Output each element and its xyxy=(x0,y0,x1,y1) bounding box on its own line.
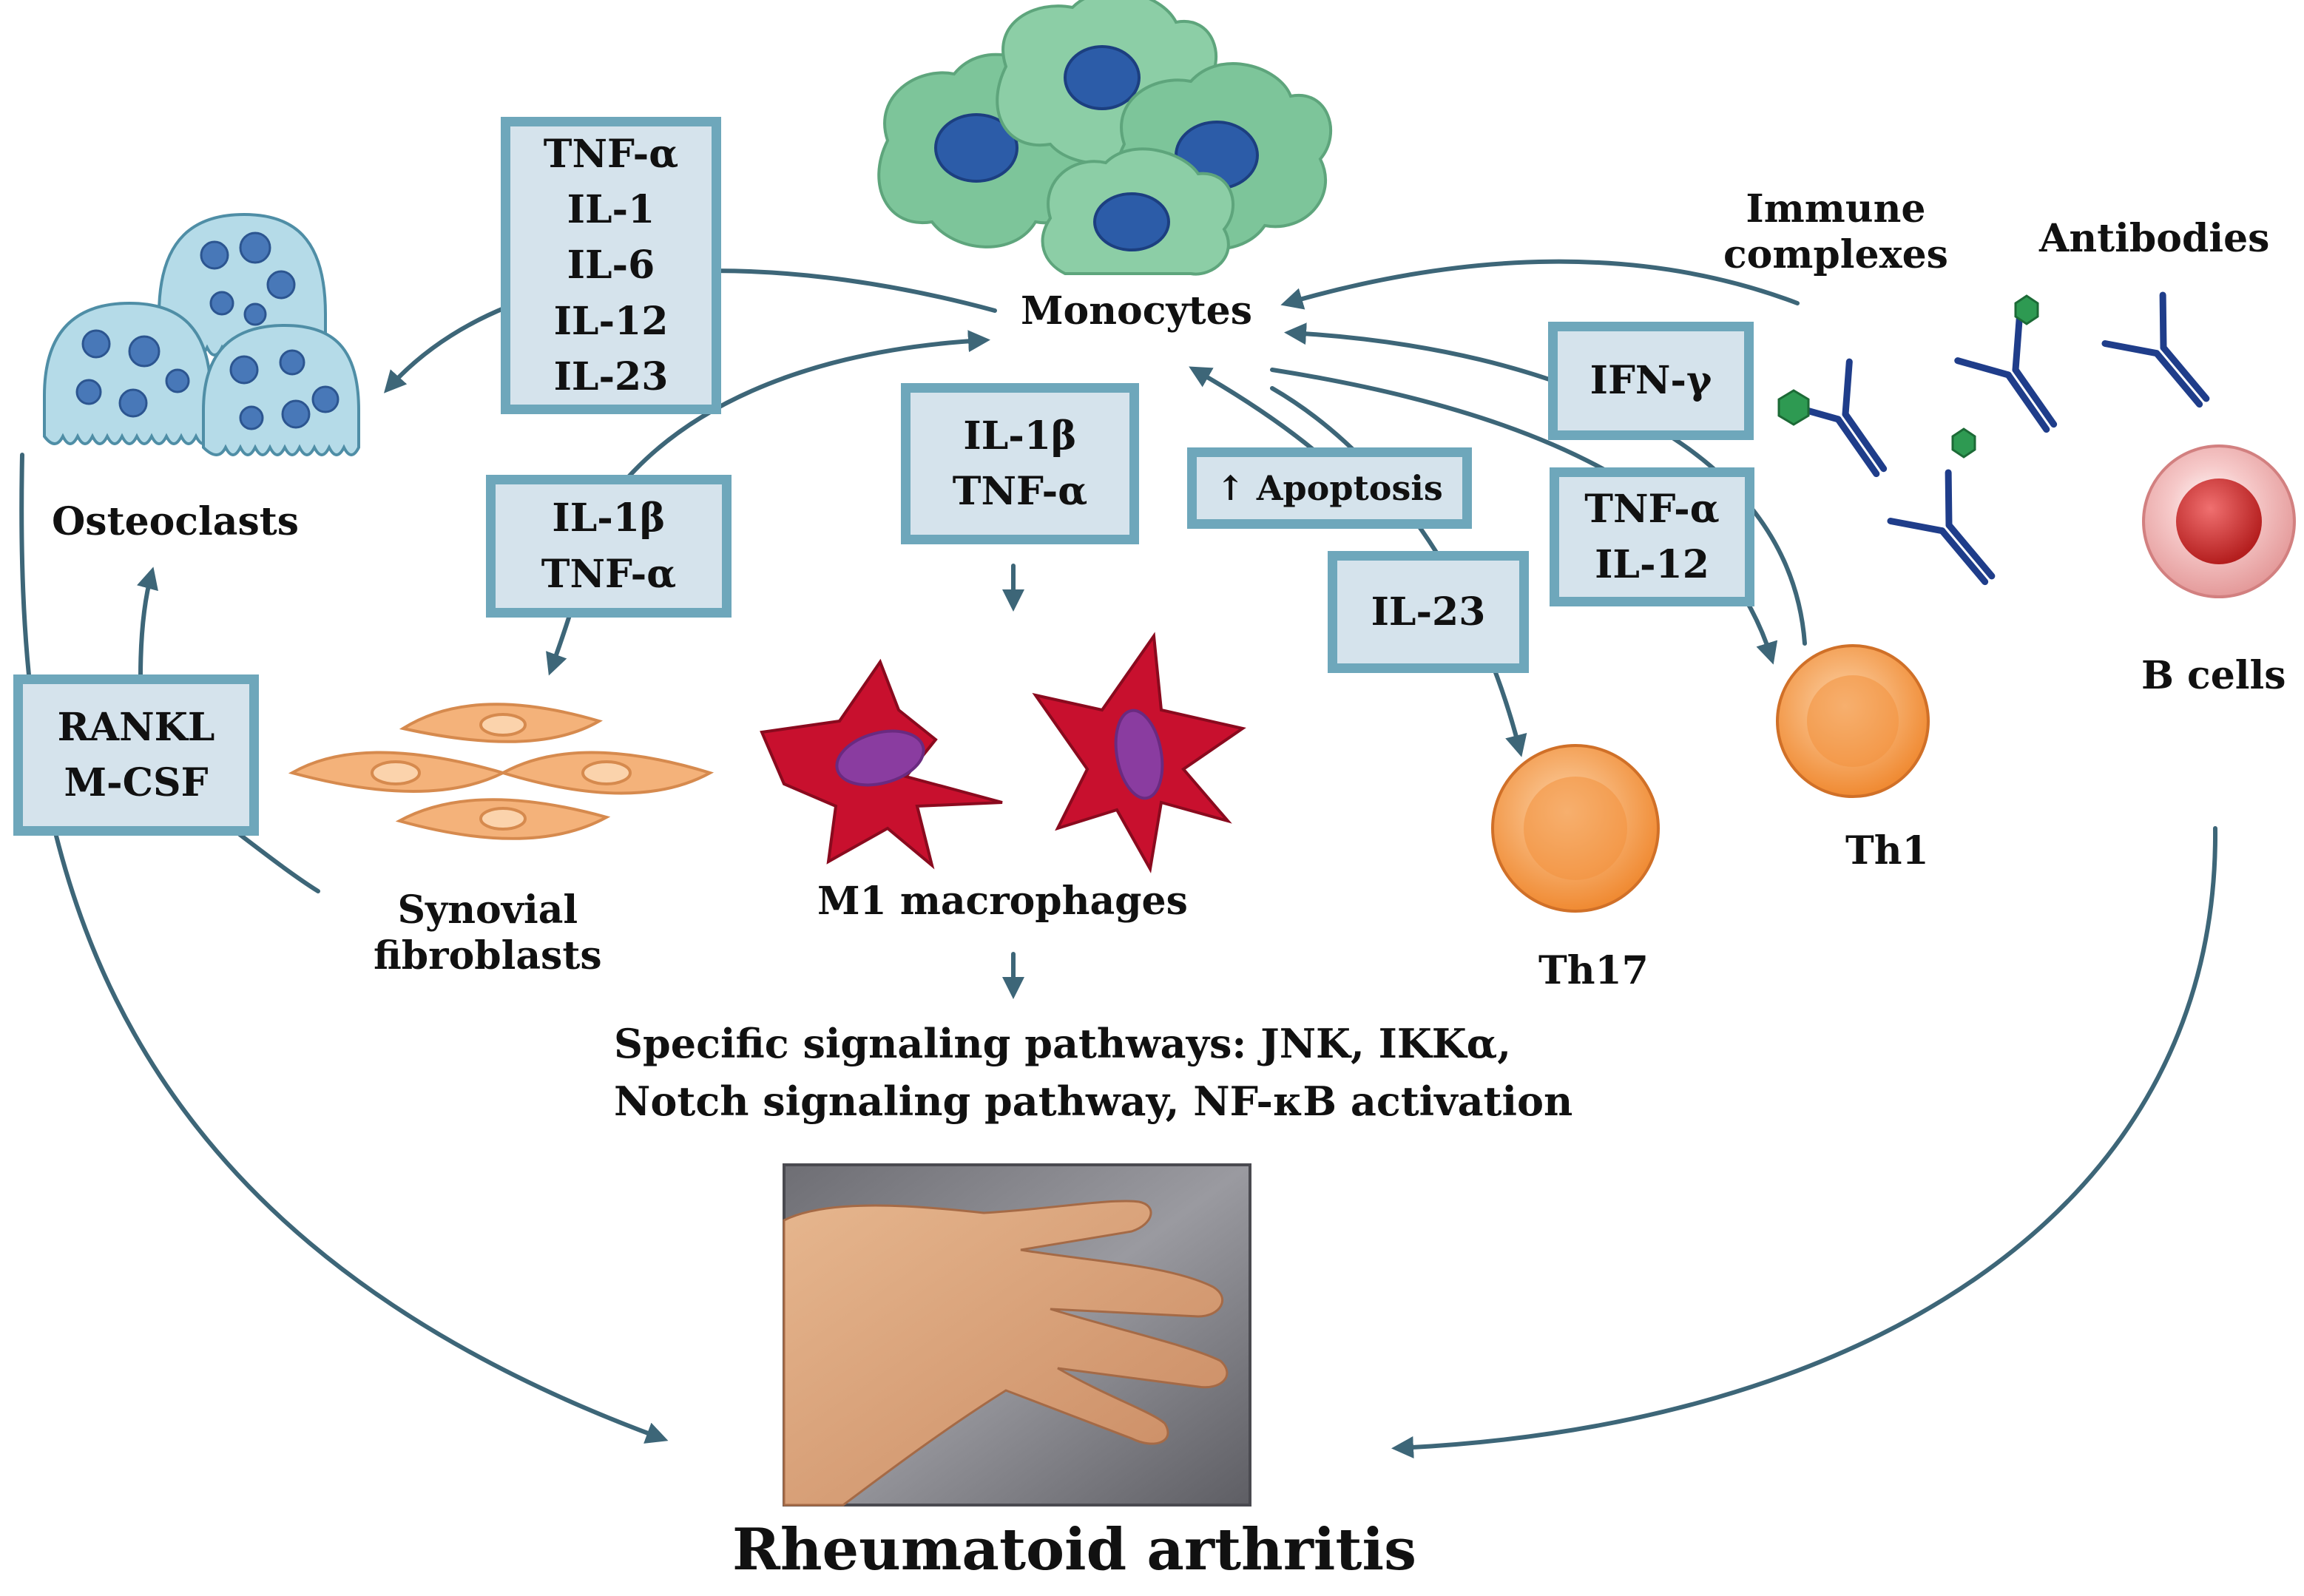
synovial-fibroblasts-icon xyxy=(288,703,714,840)
immune-label-line1: Immune xyxy=(1746,186,1926,231)
cytokine-box-fibroblast: IL-1β TNF-α xyxy=(486,475,732,618)
cytokine-tnf-alpha: TNF-α xyxy=(541,551,677,597)
th1-label: Th1 xyxy=(1845,828,1929,873)
cytokine-il-12: IL-12 xyxy=(1595,542,1709,587)
arrow-bcells-to-ra xyxy=(1391,826,2218,1459)
th1-cytokine-box: TNF-α IL-12 xyxy=(1550,467,1754,606)
cytokine-il-1b: IL-1β xyxy=(552,496,666,541)
pathways-line2: Notch signaling pathway, NF-κB activatio… xyxy=(614,1078,1573,1126)
il23-box: IL-23 xyxy=(1328,551,1529,673)
cytokine-box-macrophage: IL-1β TNF-α xyxy=(901,383,1139,544)
osteoclasts-icon xyxy=(43,212,360,456)
monocytes-icon xyxy=(877,0,1333,276)
cytokine-il-1b: IL-1β xyxy=(963,413,1077,459)
hand-photo-icon xyxy=(783,1163,1251,1507)
th17-cell-icon xyxy=(1491,744,1660,913)
monocytes-label: Monocytes xyxy=(1021,288,1252,334)
arrow-osteoclasts-to-ra xyxy=(19,453,669,1444)
cytokine-il-23: IL-23 xyxy=(553,354,669,400)
cytokine-il-1: IL-1 xyxy=(567,186,655,232)
pathways-line1: Specific signaling pathways: JNK, IKKα, xyxy=(614,1020,1512,1067)
rankl-box: RANKL M-CSF xyxy=(13,674,259,836)
arrow-rankl-to-osteoclasts xyxy=(137,567,158,679)
antibodies-icon xyxy=(1784,291,2210,586)
arrow-immune-complexes-to-monocytes xyxy=(1280,259,1800,310)
immune-label-line2: complexes xyxy=(1723,232,1948,278)
cytokine-tnf-alpha: TNF-α xyxy=(543,131,679,177)
th17-label: Th17 xyxy=(1538,948,1649,993)
cytokine-box-osteoclast: TNF-α IL-1 IL-6 IL-12 IL-23 xyxy=(501,117,721,414)
apoptosis-label: ↑ Apoptosis xyxy=(1216,467,1443,508)
synovial-label-line2: fibroblasts xyxy=(374,933,602,979)
antigen-icon xyxy=(1777,294,2039,459)
cytokine-il-6: IL-6 xyxy=(567,243,655,288)
cytokine-il-12: IL-12 xyxy=(553,298,669,344)
synovial-fibroblasts-label: Synovial fibroblasts xyxy=(374,887,602,980)
m1-macrophages-icon xyxy=(760,632,1246,873)
ifn-gamma-box: IFN-γ xyxy=(1548,322,1754,440)
apoptosis-box: ↑ Apoptosis xyxy=(1187,447,1472,529)
cytokine-ifn-gamma: IFN-γ xyxy=(1590,358,1712,404)
th1-cell-icon xyxy=(1776,644,1930,798)
rheumatoid-arthritis-title: Rheumatoid arthritis xyxy=(732,1516,1416,1583)
cytokine-tnf-alpha: TNF-α xyxy=(952,469,1088,514)
arrow-fibroblasts-to-monocytes xyxy=(623,330,990,483)
b-cell-icon xyxy=(2142,444,2296,598)
rankl-label: RANKL xyxy=(57,704,215,750)
m1-macrophages-label: M1 macrophages xyxy=(817,879,1188,924)
cytokine-il-23: IL-23 xyxy=(1371,589,1486,635)
cytokine-tnf-alpha: TNF-α xyxy=(1584,486,1720,532)
osteoclasts-label: Osteoclasts xyxy=(52,499,300,544)
arrow-apoptosis-to-monocytes xyxy=(1189,366,1326,461)
b-cells-label: B cells xyxy=(2141,653,2286,698)
synovial-label-line1: Synovial xyxy=(397,887,578,933)
m-csf-label: M-CSF xyxy=(64,760,209,805)
immune-complexes-label: Immune complexes xyxy=(1723,186,1948,279)
signaling-pathways-text: Specific signaling pathways: JNK, IKKα, … xyxy=(614,1015,1572,1131)
antibodies-label: Antibodies xyxy=(2039,216,2270,261)
